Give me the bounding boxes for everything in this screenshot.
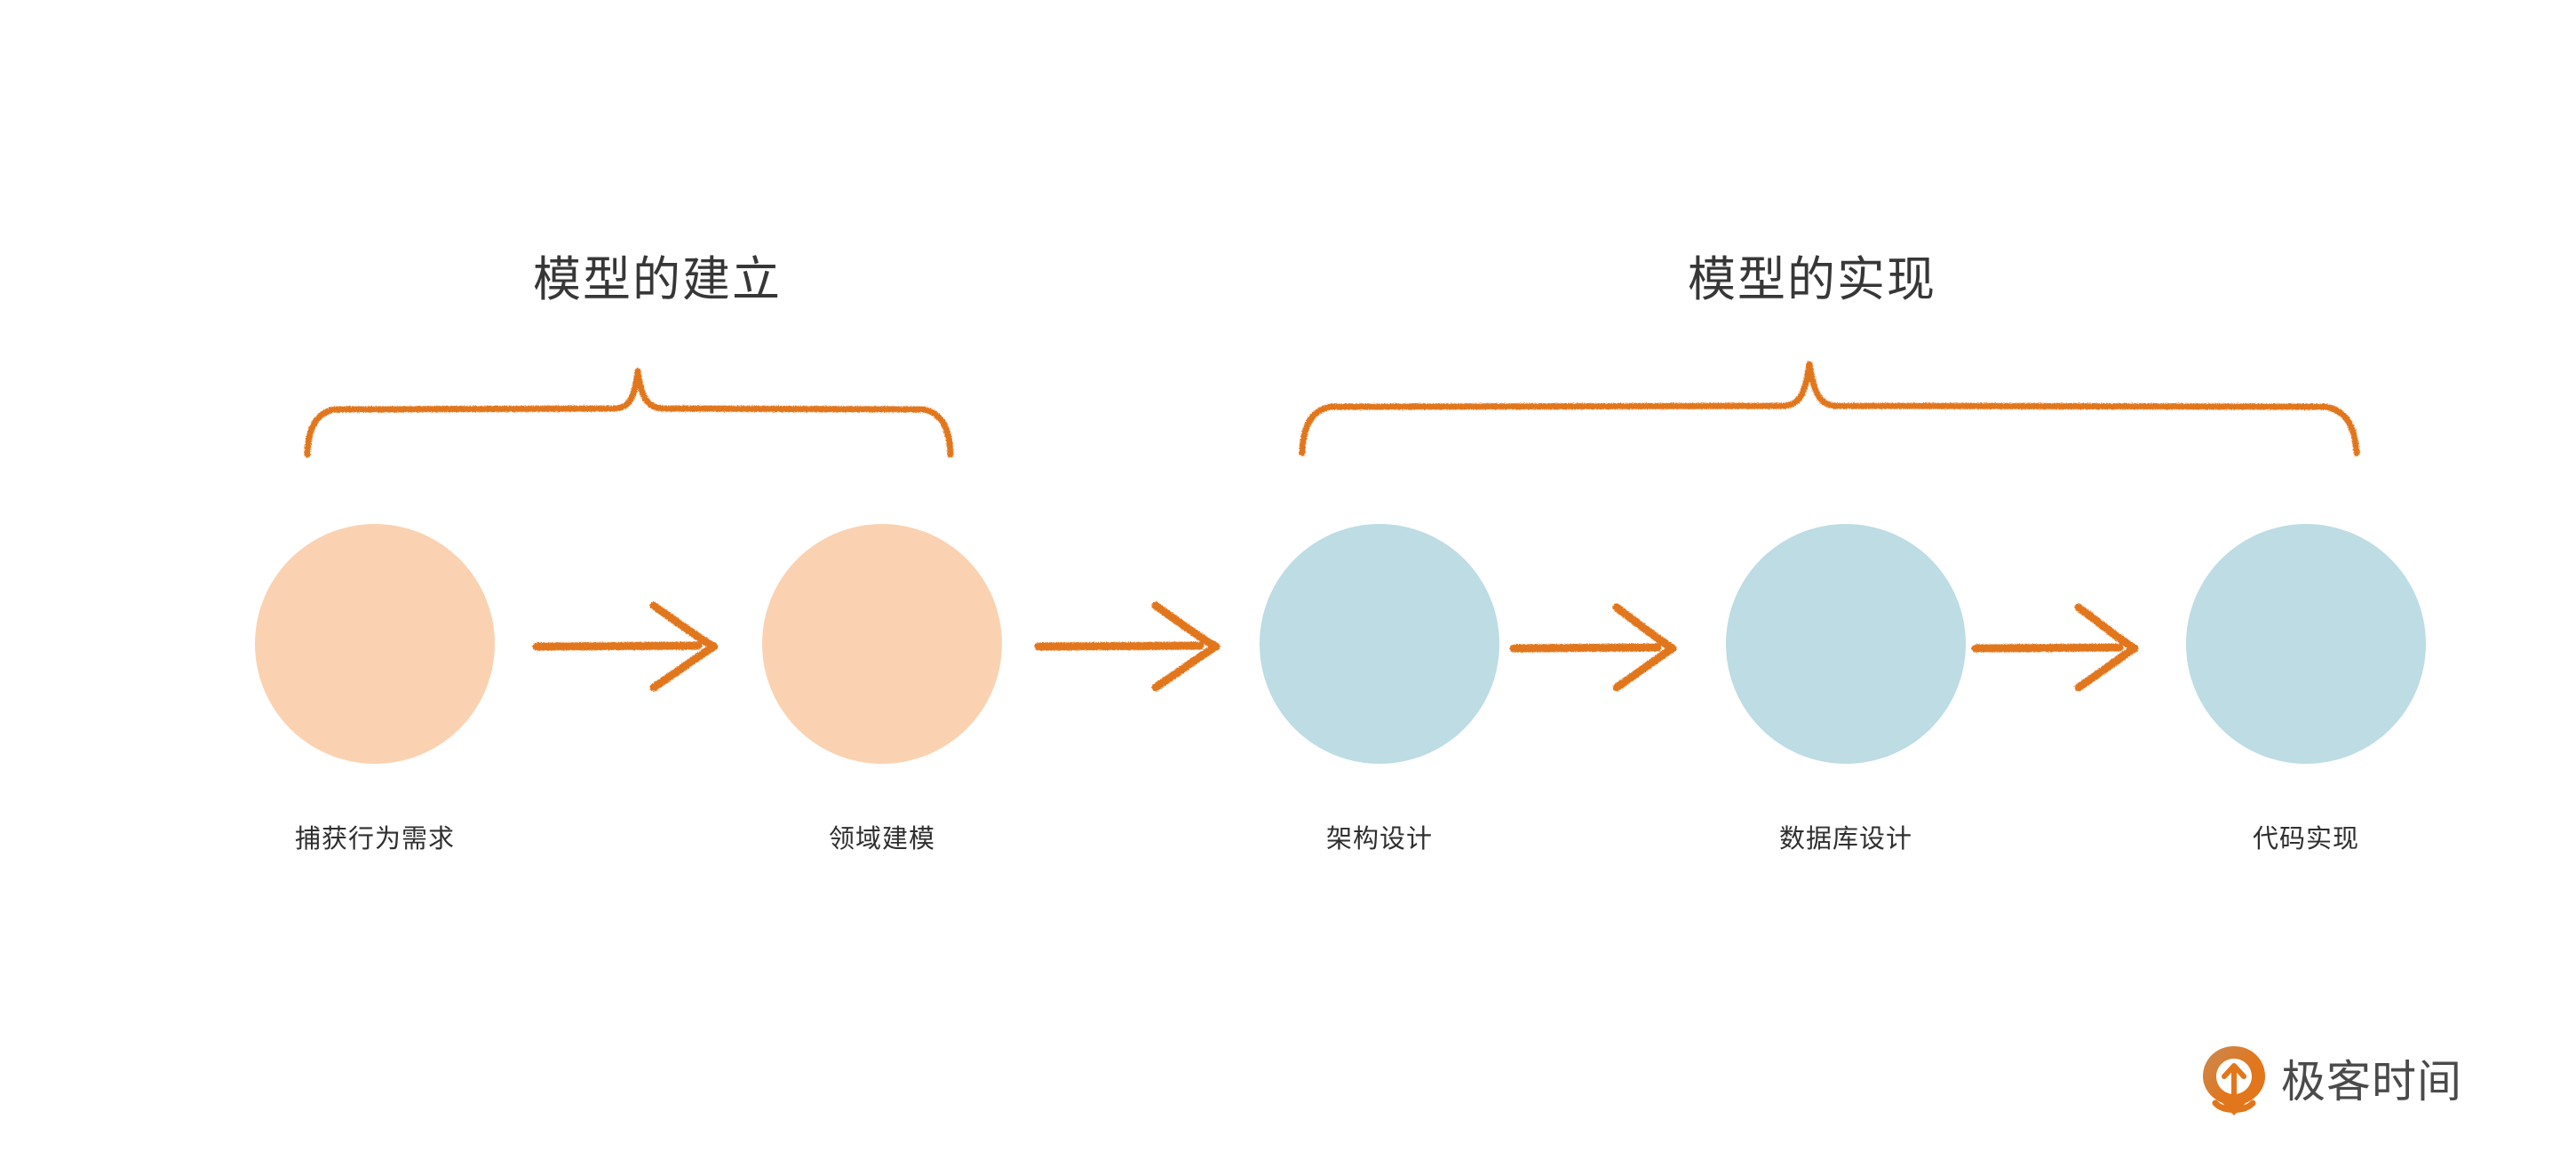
node-label-architecture-design: 架构设计 <box>1325 825 1434 853</box>
group-title-model-implementation: 模型的实现 <box>1688 253 1936 306</box>
brand-logo: 极客时间 <box>2201 1044 2462 1119</box>
group-title-model-building: 模型的建立 <box>533 253 782 306</box>
node-circle-capture-behavior-requirements[interactable] <box>255 524 495 764</box>
arrow-icon-2 <box>1034 601 1220 692</box>
node-label-code-implementation: 代码实现 <box>2252 825 2360 853</box>
brace-model-implementation <box>1299 361 2360 456</box>
geektime-logo-icon <box>2203 1046 2265 1115</box>
arrow-icon-3 <box>1509 603 1677 692</box>
brace-model-building <box>304 368 954 458</box>
node-label-domain-modeling: 领域建模 <box>828 825 936 853</box>
arrow-icon-4 <box>1971 603 2139 692</box>
node-label-database-design: 数据库设计 <box>1778 825 1913 853</box>
arrow-icon-1 <box>532 601 719 692</box>
node-label-capture-behavior-requirements: 捕获行为需求 <box>294 825 456 853</box>
node-circle-database-design[interactable] <box>1726 524 1966 764</box>
brand-logo-text: 极客时间 <box>2281 1057 2462 1107</box>
node-circle-architecture-design[interactable] <box>1260 524 1499 764</box>
node-circle-domain-modeling[interactable] <box>762 524 1002 764</box>
node-circle-code-implementation[interactable] <box>2186 524 2426 764</box>
